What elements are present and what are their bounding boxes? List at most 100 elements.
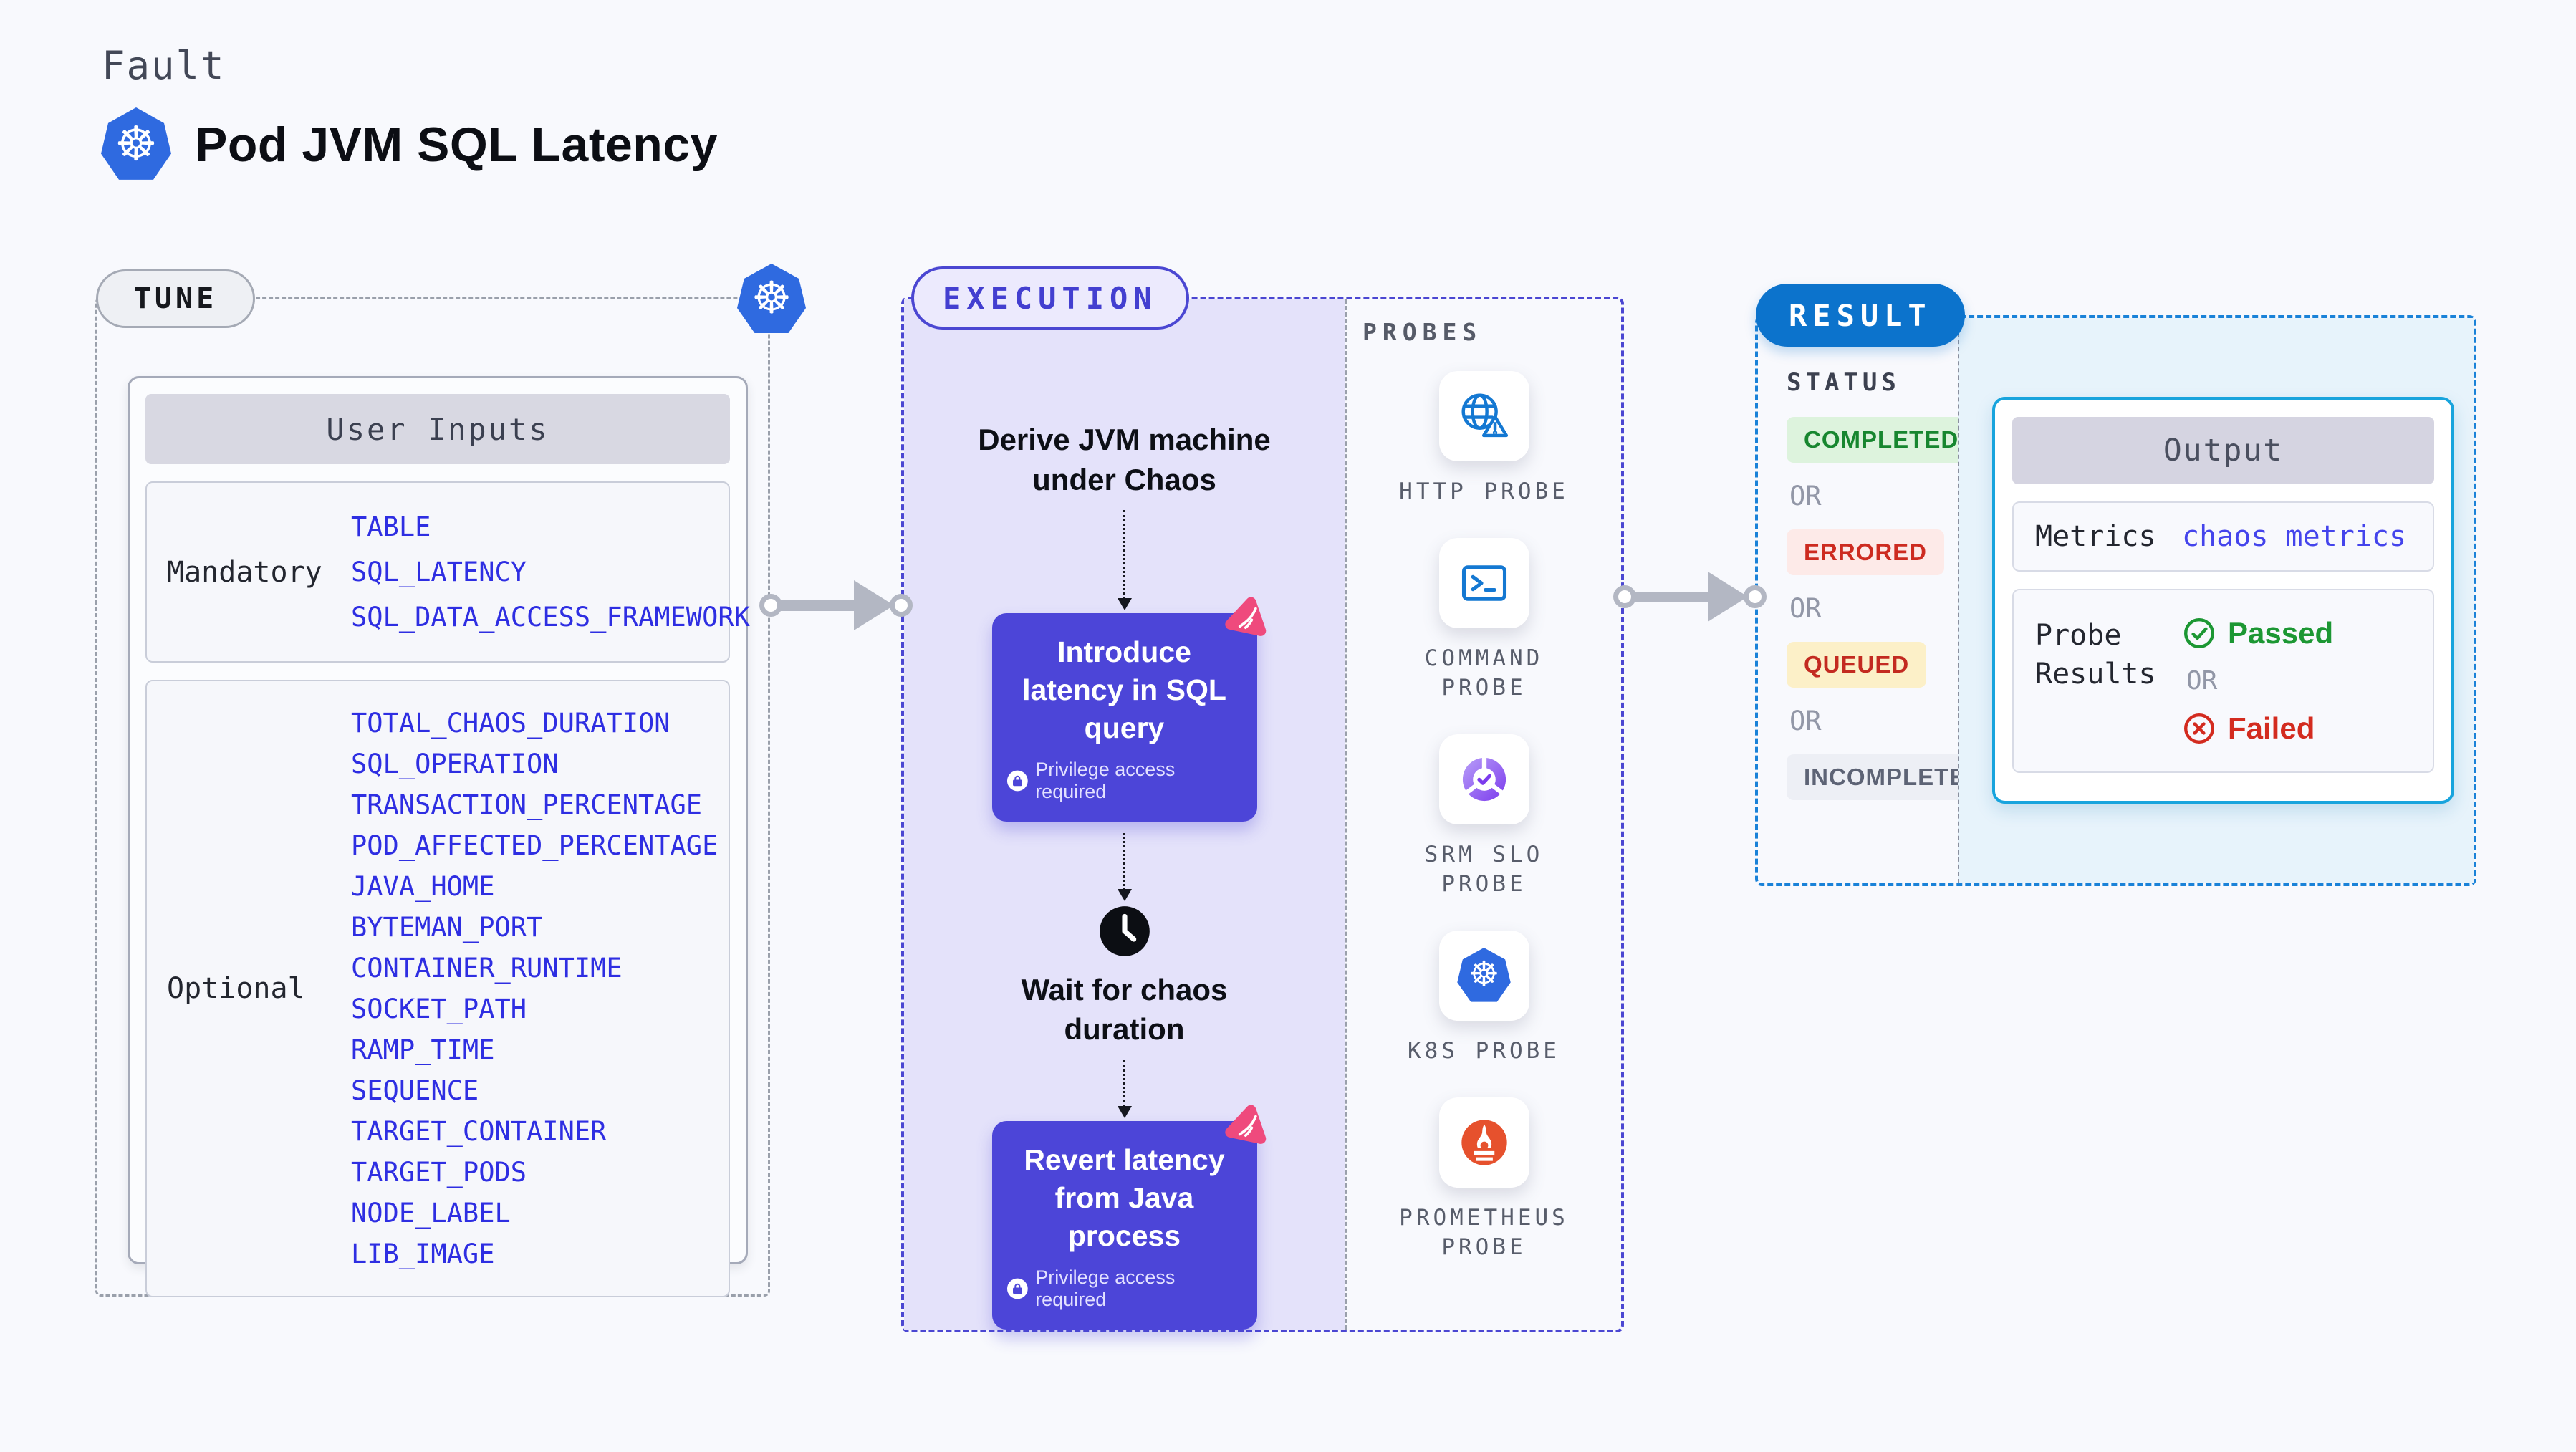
verdict-column: Passed OR Failed: [2182, 616, 2333, 746]
metrics-row: Metrics chaos metrics: [2012, 501, 2434, 572]
or-label: OR: [1789, 481, 1822, 511]
status-completed: COMPLETED: [1787, 417, 1976, 463]
verdict-failed: Failed: [2182, 711, 2333, 746]
optional-group: Optional TOTAL_CHAOS_DURATION SQL_OPERAT…: [145, 680, 730, 1297]
fault-eyebrow: Fault: [102, 43, 226, 88]
verdict-passed: Passed: [2182, 616, 2333, 650]
lock-icon: [1006, 770, 1028, 792]
connector-ring: [890, 594, 913, 617]
param-item: TARGET_CONTAINER: [351, 1116, 607, 1147]
privilege-note: Privilege access required: [1006, 759, 1243, 803]
param-item: SQL_OPERATION: [351, 749, 559, 779]
execution-badge: EXECUTION: [911, 266, 1189, 330]
param-item: RAMP_TIME: [351, 1034, 495, 1065]
command-probe-icon: [1438, 538, 1529, 628]
param-item: SQL_DATA_ACCESS_FRAMEWORK: [351, 602, 750, 633]
execution-section: EXECUTION Derive JVM machine under Chaos…: [901, 266, 1624, 1332]
chaos-experiment-icon: [1224, 597, 1266, 636]
probe-name: HTTP PROBE: [1399, 479, 1569, 504]
mandatory-values: TABLE SQL_LATENCY SQL_DATA_ACCESS_FRAMEW…: [351, 483, 750, 661]
param-item: POD_AFFECTED_PERCENTAGE: [351, 830, 719, 861]
arrow-head: [1708, 572, 1748, 622]
srm-slo-probe-icon: [1438, 734, 1529, 824]
flow-arrow-down: [1118, 832, 1132, 902]
step-introduce-latency: Introduce latency in SQL query Privilege…: [991, 597, 1266, 822]
optional-label: Optional: [167, 972, 305, 1005]
status-list: COMPLETED OR ERRORED OR QUEUED OR INCOMP…: [1787, 417, 2001, 800]
x-circle-icon: [2184, 713, 2214, 744]
tune-section: TUNE ☸ User Inputs Mandatory TABLE SQL_L…: [95, 264, 807, 1297]
probe-name: PROMETHEUS PROBE: [1399, 1205, 1569, 1260]
step-derive: Derive JVM machine under Chaos: [978, 423, 1271, 496]
connector-ring: [1744, 585, 1767, 608]
metrics-value: chaos metrics: [2182, 520, 2407, 553]
http-probe-icon: [1438, 371, 1529, 461]
param-item: JAVA_HOME: [351, 871, 495, 902]
param-item: TOTAL_CHAOS_DURATION: [351, 708, 671, 739]
status-label: STATUS: [1787, 368, 1900, 397]
optional-values: TOTAL_CHAOS_DURATION SQL_OPERATION TRANS…: [351, 681, 729, 1296]
arrow-shaft: [1633, 591, 1711, 602]
check-circle-icon: [2184, 618, 2214, 648]
user-inputs-card: User Inputs Mandatory TABLE SQL_LATENCY …: [128, 376, 750, 1297]
flow-arrow-down: [1118, 1059, 1132, 1119]
k8s-probe-icon: ☸: [1438, 931, 1529, 1021]
probe-k8s: ☸ K8S PROBE: [1395, 931, 1574, 1066]
probe-srm-slo: SRM SLO PROBE: [1395, 734, 1574, 899]
probes-label: PROBES: [1363, 318, 1483, 346]
probe-prometheus: PROMETHEUS PROBE: [1395, 1097, 1574, 1262]
lock-icon: [1006, 1278, 1028, 1299]
probe-name: K8S PROBE: [1408, 1038, 1560, 1064]
probe-command: COMMAND PROBE: [1395, 538, 1574, 703]
param-item: SOCKET_PATH: [351, 994, 527, 1024]
output-card: Output Metrics chaos metrics Probe Resul…: [1992, 397, 2454, 804]
prometheus-probe-icon: [1438, 1097, 1529, 1188]
probe-http: HTTP PROBE: [1395, 371, 1574, 506]
failed-label: Failed: [2228, 711, 2315, 745]
param-item: SEQUENCE: [351, 1075, 479, 1106]
kubernetes-icon: ☸: [736, 264, 807, 333]
status-queued: QUEUED: [1787, 642, 1927, 688]
privilege-note-text: Privilege access required: [1035, 758, 1176, 802]
probe-results-label: Probe Results: [2035, 619, 2156, 691]
status-errored: ERRORED: [1787, 529, 1945, 575]
output-area: Output Metrics chaos metrics Probe Resul…: [1958, 318, 2474, 883]
action-title: Revert latency from Java process: [1024, 1143, 1225, 1253]
probe-list: HTTP PROBE COMMAND PROBE: [1347, 371, 1621, 1330]
status-column: STATUS COMPLETED OR ERRORED OR QUEUED OR…: [1758, 318, 2001, 883]
or-label: OR: [1789, 593, 1822, 624]
param-item: NODE_LABEL: [351, 1198, 511, 1229]
param-item: TABLE: [351, 511, 431, 542]
output-header: Output: [2012, 417, 2434, 484]
user-inputs-header: User Inputs: [145, 394, 730, 464]
step-revert-latency: Revert latency from Java process Privile…: [991, 1105, 1266, 1330]
probes-panel: PROBES HTTP PROBE: [1345, 299, 1621, 1330]
param-item: TRANSACTION_PERCENTAGE: [351, 789, 703, 820]
probe-name: COMMAND PROBE: [1424, 645, 1544, 701]
param-item: TARGET_PODS: [351, 1157, 527, 1188]
privilege-note: Privilege access required: [1006, 1266, 1243, 1311]
param-item: CONTAINER_RUNTIME: [351, 953, 623, 984]
tune-to-execution-arrow: [759, 580, 913, 630]
action-title: Introduce latency in SQL query: [1022, 635, 1226, 744]
chaos-experiment-icon: [1224, 1105, 1266, 1144]
arrow-shaft: [779, 600, 857, 611]
metrics-label: Metrics: [2035, 520, 2156, 553]
clock-icon: [1097, 904, 1152, 958]
passed-label: Passed: [2228, 616, 2334, 650]
mandatory-group: Mandatory TABLE SQL_LATENCY SQL_DATA_ACC…: [145, 481, 750, 663]
or-label: OR: [2186, 666, 2218, 696]
title-row: ☸ Pod JVM SQL Latency: [100, 107, 718, 182]
flow-arrow-down: [1118, 510, 1132, 610]
step-wait: Wait for chaos duration: [1021, 972, 1228, 1046]
param-item: SQL_LATENCY: [351, 557, 527, 587]
arrow-head: [854, 580, 894, 630]
kubernetes-icon: ☸: [101, 107, 171, 180]
execution-to-result-arrow: [1613, 572, 1767, 622]
result-badge: RESULT: [1756, 284, 1965, 347]
privilege-note-text: Privilege access required: [1035, 1266, 1176, 1311]
execution-flow: Derive JVM machine under Chaos Introduce…: [904, 299, 1345, 1330]
probe-results-row: Probe Results Passed OR: [2012, 589, 2434, 773]
param-item: LIB_IMAGE: [351, 1239, 495, 1269]
